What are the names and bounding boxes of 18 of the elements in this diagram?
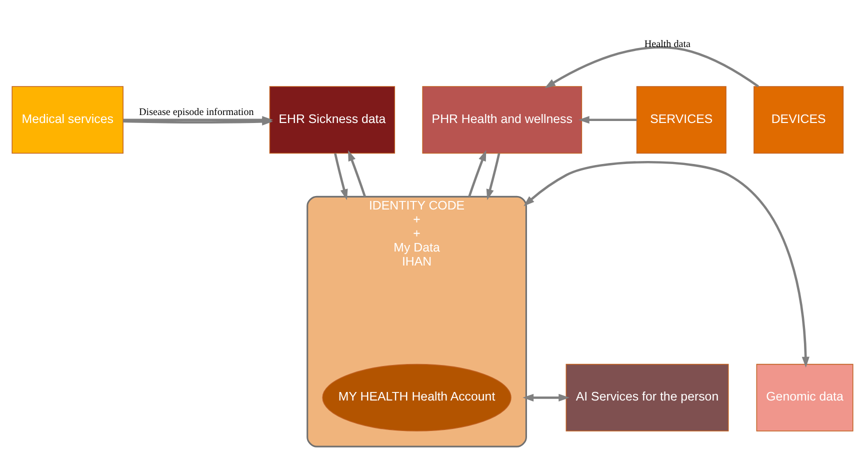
- edge-label: Health data: [644, 39, 690, 50]
- arrow: [522, 394, 570, 402]
- edge-label: Disease episode information: [138, 106, 254, 118]
- node-box: DEVICES: [753, 86, 844, 154]
- arrow: [523, 160, 809, 368]
- node-box: AI Services for the person: [565, 364, 728, 432]
- node-box: Genomic data: [756, 364, 853, 432]
- arrow: [486, 153, 500, 200]
- arrow: [348, 150, 366, 198]
- node-box: PHR Health and wellness: [422, 86, 582, 154]
- node-box: SERVICES: [636, 86, 726, 154]
- arrow: [468, 150, 486, 198]
- arrow: [578, 116, 636, 124]
- node-ellipse: MY HEALTH Health Account: [322, 364, 511, 432]
- node-box: Medical services: [11, 86, 123, 154]
- arrow: [544, 46, 758, 88]
- arrow: [334, 153, 348, 200]
- node-box: EHR Sickness data: [268, 86, 395, 154]
